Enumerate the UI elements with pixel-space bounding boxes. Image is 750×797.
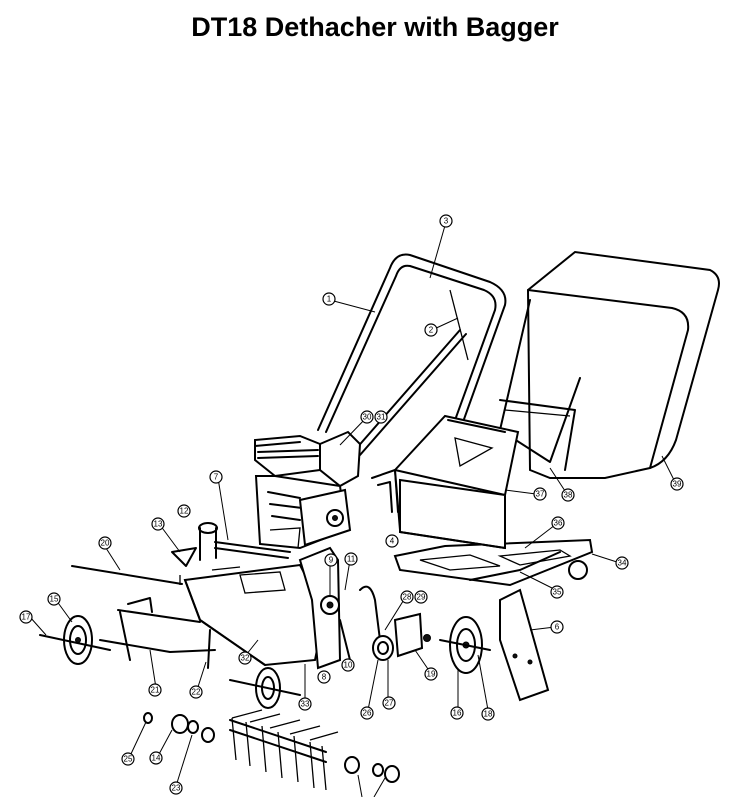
callout-22: 22: [189, 685, 203, 699]
svg-text:33: 33: [301, 700, 310, 709]
callout-1: 1: [322, 292, 336, 306]
callout-23: 23: [169, 781, 183, 795]
callout-29: 29: [414, 590, 428, 604]
callout-13: 13: [151, 517, 165, 531]
svg-text:35: 35: [553, 588, 562, 597]
callout-33: 33: [298, 697, 312, 711]
svg-text:18: 18: [484, 710, 493, 719]
svg-text:34: 34: [618, 559, 627, 568]
svg-text:27: 27: [385, 699, 394, 708]
svg-text:31: 31: [377, 413, 386, 422]
svg-text:39: 39: [673, 480, 682, 489]
callout-15: 15: [47, 592, 61, 606]
callout-3: 3: [439, 214, 453, 228]
callout-35: 35: [550, 585, 564, 599]
callout-2: 2: [424, 323, 438, 337]
svg-text:28: 28: [403, 593, 412, 602]
drive-assembly: [320, 585, 431, 669]
callout-19: 19: [424, 667, 438, 681]
diagram-title: DT18 Dethacher with Bagger: [191, 12, 559, 42]
svg-text:25: 25: [124, 755, 133, 764]
svg-text:32: 32: [241, 654, 250, 663]
engine: [254, 430, 362, 550]
svg-text:37: 37: [536, 490, 545, 499]
svg-text:17: 17: [22, 613, 31, 622]
callout-6: 6: [550, 620, 564, 634]
svg-text:9: 9: [329, 556, 334, 565]
svg-text:38: 38: [564, 491, 573, 500]
svg-text:13: 13: [154, 520, 163, 529]
callout-37: 37: [533, 487, 547, 501]
callout-16: 16: [450, 706, 464, 720]
svg-text:14: 14: [152, 754, 161, 763]
svg-text:4: 4: [390, 537, 395, 546]
svg-text:12: 12: [180, 507, 189, 516]
height-knob: [171, 522, 291, 585]
callout-21: 21: [148, 683, 162, 697]
svg-text:20: 20: [101, 539, 110, 548]
callout-17: 17: [19, 610, 33, 624]
svg-text:8: 8: [322, 673, 327, 682]
callout-4: 4: [385, 534, 399, 548]
callout-28: 28: [400, 590, 414, 604]
callout-30: 30: [360, 410, 374, 424]
callout-10: 10: [341, 658, 355, 672]
callout-36: 36: [551, 516, 565, 530]
callout-8: 8: [317, 670, 331, 684]
wheels: [39, 615, 491, 709]
svg-text:11: 11: [347, 555, 356, 564]
callout-12: 12: [177, 504, 191, 518]
svg-text:19: 19: [427, 670, 436, 679]
callout-27: 27: [382, 696, 396, 710]
svg-text:30: 30: [363, 413, 372, 422]
handle-assembly: [317, 253, 507, 513]
svg-text:1: 1: [327, 295, 332, 304]
svg-text:26: 26: [363, 709, 372, 718]
callout-9: 9: [324, 553, 338, 567]
svg-text:7: 7: [214, 473, 219, 482]
svg-text:36: 36: [554, 519, 563, 528]
callout-14: 14: [149, 751, 163, 765]
svg-text:10: 10: [344, 661, 353, 670]
callout-34: 34: [615, 556, 629, 570]
svg-text:2: 2: [429, 326, 434, 335]
callout-labels: 1 2 3 4 6 7 8 9 10 11 12 13 14 15 16 17 …: [19, 214, 684, 797]
callout-18: 18: [481, 707, 495, 721]
dethatcher-reel: [143, 709, 400, 791]
svg-text:23: 23: [172, 784, 181, 793]
callout-38: 38: [561, 488, 575, 502]
callout-26: 26: [360, 706, 374, 720]
svg-text:22: 22: [192, 688, 201, 697]
grass-bag: [499, 250, 720, 479]
callout-11: 11: [344, 552, 358, 566]
callout-7: 7: [209, 470, 223, 484]
height-adjust-linkage: [71, 565, 216, 669]
svg-text:29: 29: [417, 593, 426, 602]
callout-20: 20: [98, 536, 112, 550]
callout-25: 25: [121, 752, 135, 766]
svg-text:3: 3: [444, 217, 449, 226]
callout-32: 32: [238, 651, 252, 665]
callout-31: 31: [374, 410, 388, 424]
svg-text:15: 15: [50, 595, 59, 604]
callout-39: 39: [670, 477, 684, 491]
svg-text:16: 16: [453, 709, 462, 718]
side-guard: [499, 588, 550, 702]
bagger-chute: [393, 414, 520, 550]
svg-text:21: 21: [151, 686, 160, 695]
svg-text:6: 6: [555, 623, 560, 632]
